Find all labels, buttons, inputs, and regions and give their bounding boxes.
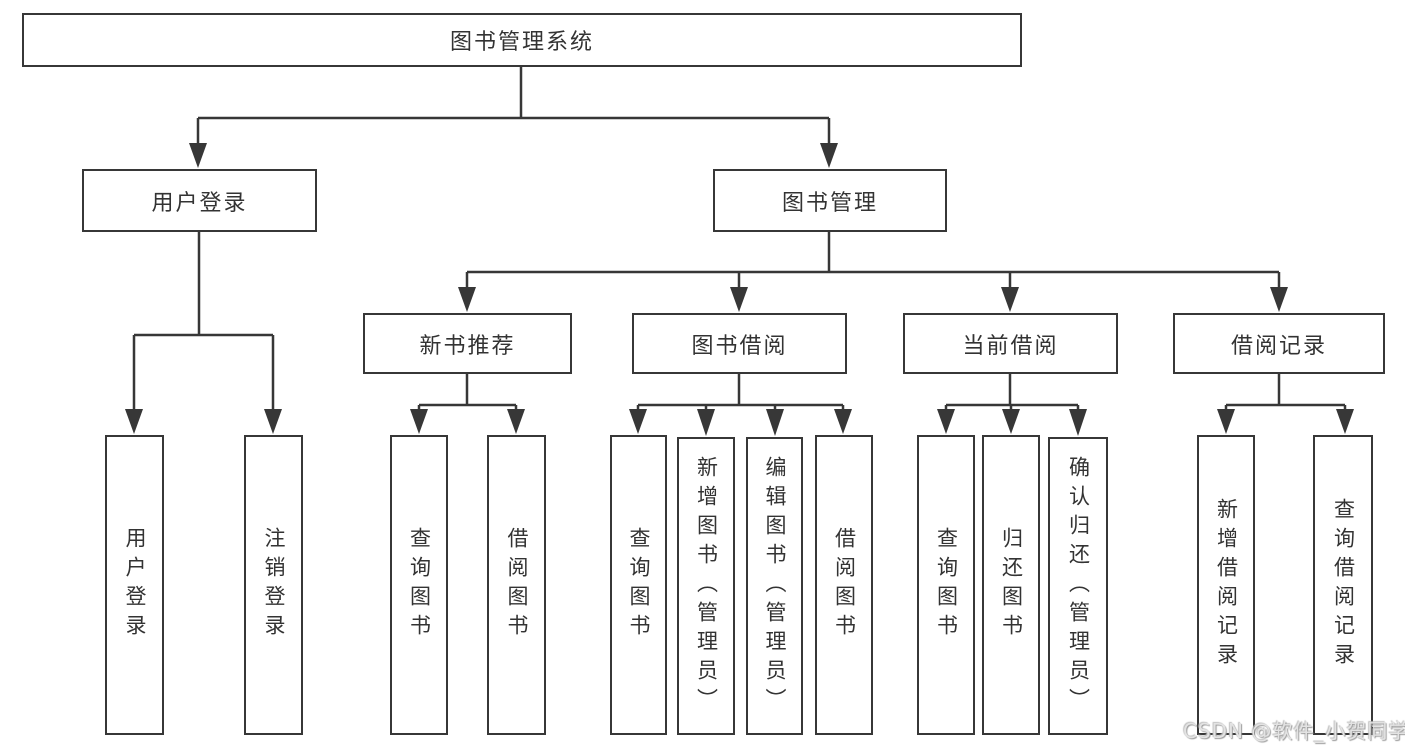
node-label: 借阅图书 bbox=[505, 527, 530, 643]
node-label: 借阅记录 bbox=[1230, 333, 1327, 359]
node-label: 注销登录 bbox=[262, 527, 287, 643]
node-label: 确认归还（管理员） bbox=[1066, 455, 1091, 717]
node-label: 新增图书（管理员） bbox=[694, 455, 719, 717]
node-label: 查询借阅记录 bbox=[1331, 498, 1356, 672]
leaf-query-books-borrow: 查询图书 bbox=[610, 435, 667, 735]
leaf-add-books-admin: 新增图书（管理员） bbox=[677, 437, 735, 735]
node-label: 查询图书 bbox=[407, 527, 432, 643]
leaf-borrow-books-borrow: 借阅图书 bbox=[815, 435, 873, 735]
leaf-query-borrow-record: 查询借阅记录 bbox=[1313, 435, 1373, 735]
node-new-book-recommend: 新书推荐 bbox=[363, 313, 572, 374]
node-user-login: 用户登录 bbox=[82, 169, 317, 232]
leaf-edit-books-admin: 编辑图书（管理员） bbox=[746, 437, 803, 735]
node-borrow-records: 借阅记录 bbox=[1173, 313, 1385, 374]
node-book-management: 图书管理 bbox=[713, 169, 947, 232]
leaf-user-login: 用户登录 bbox=[105, 435, 164, 735]
node-label: 查询图书 bbox=[627, 527, 652, 643]
leaf-query-books-current: 查询图书 bbox=[917, 435, 975, 735]
node-label: 归还图书 bbox=[999, 527, 1024, 643]
node-book-borrow: 图书借阅 bbox=[632, 313, 847, 374]
node-label: 查询图书 bbox=[934, 527, 959, 643]
node-label: 新增借阅记录 bbox=[1214, 498, 1239, 672]
leaf-return-books: 归还图书 bbox=[982, 435, 1040, 735]
leaf-query-books-newbook: 查询图书 bbox=[390, 435, 448, 735]
node-label: 图书管理 bbox=[781, 190, 878, 216]
csdn-watermark: CSDN @软件_小贺同学 bbox=[1183, 719, 1405, 743]
leaf-add-borrow-record: 新增借阅记录 bbox=[1197, 435, 1255, 735]
node-label: 编辑图书（管理员） bbox=[763, 455, 788, 717]
node-label: 用户登录 bbox=[123, 527, 148, 643]
node-label: 当前借阅 bbox=[962, 333, 1059, 359]
node-label: 图书借阅 bbox=[691, 333, 788, 359]
node-label: 新书推荐 bbox=[419, 333, 516, 359]
leaf-confirm-return-admin: 确认归还（管理员） bbox=[1048, 437, 1108, 735]
node-current-borrow: 当前借阅 bbox=[903, 313, 1118, 374]
node-label: 图书管理系统 bbox=[449, 30, 594, 55]
leaf-logout: 注销登录 bbox=[244, 435, 303, 735]
node-root-book-management-system: 图书管理系统 bbox=[22, 13, 1022, 67]
leaf-borrow-books-newbook: 借阅图书 bbox=[487, 435, 546, 735]
node-label: 用户登录 bbox=[151, 190, 248, 216]
node-label: 借阅图书 bbox=[832, 527, 857, 643]
